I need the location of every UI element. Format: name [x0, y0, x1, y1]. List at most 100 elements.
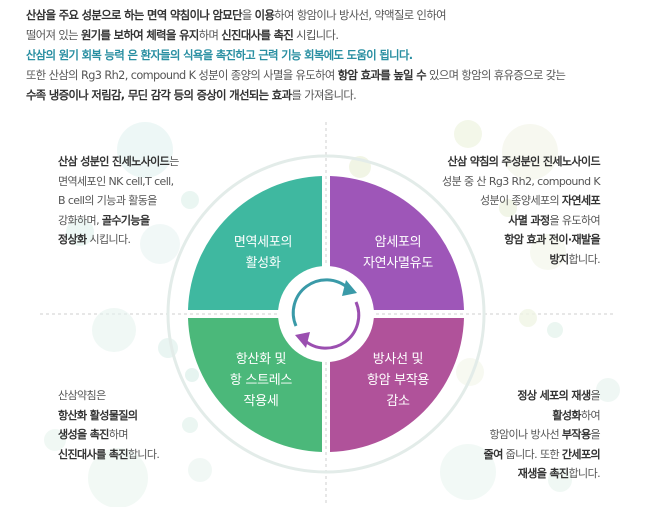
text-run: 면역세포인 NK cell,T cell, [58, 174, 174, 188]
label-line: 작용세 [243, 394, 279, 409]
description-line: 항암이나 방사선 부작용을 [484, 425, 600, 445]
text-run: 강화하며, [58, 213, 102, 227]
text-run: 정상화 [58, 233, 87, 246]
text-run: 암묘단 [212, 9, 242, 22]
label-line: 면역세포의 [233, 235, 293, 250]
text-run: 는 [169, 155, 179, 168]
description-line: 신진대사를 촉진합니다. [58, 445, 160, 465]
text-run: 을 [241, 9, 255, 22]
text-run: 수족 냉증이나 저림감, 무딘 감각 등의 증상이 개선되는 효과 [26, 89, 292, 102]
text-run: 산삼을 주요 성분으로 하는 면역 약침이나 [26, 9, 213, 22]
quadrant-top-left [188, 176, 322, 310]
description-top-left: 산삼 성분인 진세노사이드는 면역세포인 NK cell,T cell, B c… [58, 152, 179, 250]
description-line: 항암 효과 전이·재발을 [442, 230, 600, 250]
intro-line: 떨어져 있는 원기를 보하여 체력을 유지하며 신진대사를 촉진 시킵니다. [26, 26, 626, 46]
description-line: 성분 중 산 Rg3 Rh2, compound K [442, 172, 601, 192]
description-line: 줄여 줍니다. 또한 간세포의 [483, 445, 601, 465]
label-line: 항 스트레스 [229, 373, 293, 388]
text-run: 생성을 촉진 [58, 428, 109, 441]
text-run: 를 가져옵니다. [291, 89, 357, 102]
text-run: 하며 [108, 428, 129, 441]
description-line: 강화하며, 골수기능을 [58, 211, 179, 231]
description-line: 정상 세포의 재생을 [484, 386, 600, 406]
text-run: 성분 중 산 Rg3 Rh2, compound K [442, 174, 601, 188]
description-line: 생성을 촉진하며 [58, 425, 159, 445]
text-run: 을 유도하여 [549, 213, 601, 227]
text-run: 줍니다. 또한 [502, 447, 562, 461]
label-line: 항산화 및 [235, 352, 287, 367]
quadrant-bottom-left [188, 318, 322, 452]
text-run: 신진대사를 촉진 [221, 29, 294, 42]
text-run: 산삼 약침의 주성분인 진세노사이드 [447, 155, 601, 168]
text-run: 줄여 [483, 447, 504, 461]
intro-line: 산삼의 원기 회복 능력 은 환자들의 식욕을 촉진하고 근력 기능 회복에도 … [26, 46, 626, 66]
text-run: 항암이나 방사선 [489, 428, 562, 441]
text-run: 간세포의 [561, 447, 601, 461]
description-line: 항산화 활성물질의 [58, 406, 159, 426]
description-bottom-right: 정상 세포의 재생을 활성화하여 항암이나 방사선 부작용을 줄여 줍니다. 또… [483, 386, 601, 484]
label-line: 활성화 [245, 256, 281, 271]
text-run: 자연세포 [561, 194, 601, 207]
text-run: 성분이 종양세포의 [479, 194, 562, 207]
text-run: 또한 산삼의 Rg3 Rh2, compound K 성분이 종양의 사멸을 유… [26, 69, 338, 82]
description-line: 산삼 약침의 주성분인 진세노사이드 [442, 152, 601, 172]
text-run: 원기를 보하여 체력을 유지 [80, 29, 199, 42]
description-line: B cell의 기능과 활동을 [58, 191, 179, 211]
text-run: 방지 [549, 252, 569, 266]
text-run: 산삼 성분인 진세노사이드 [58, 155, 170, 168]
text-run: 이용 [254, 9, 275, 22]
text-run: 시킵니다. [293, 29, 339, 42]
description-top-right: 산삼 약침의 주성분인 진세노사이드 성분 중 산 Rg3 Rh2, compo… [442, 152, 601, 270]
description-line: 재생을 촉진합니다. [484, 464, 601, 484]
description-line: 사멸 과정을 유도하여 [442, 211, 600, 231]
text-run: 항산화 활성물질의 [58, 408, 138, 422]
label-line: 감소 [386, 394, 410, 409]
label-line: 암세포의 [374, 235, 422, 250]
label-cancer-apoptosis: 암세포의 자연사멸유도 [343, 232, 453, 274]
quadrant-top-right [330, 176, 464, 310]
description-line: 활성화하여 [484, 406, 600, 426]
text-run: 을 [590, 428, 600, 441]
text-run: 떨어져 있는 [26, 29, 81, 42]
text-run: 항암 효과를 높일 수 [337, 69, 427, 82]
label-antioxidant: 항산화 및 항 스트레스 작용세 [206, 349, 316, 412]
label-line: 자연사멸유도 [363, 256, 433, 271]
description-line: 산삼약침은 [58, 386, 159, 406]
intro-text: 산삼을 주요 성분으로 하는 면역 약침이나 암묘단을 이용하여 항암이나 방사… [26, 6, 626, 106]
text-run: 부작용 [561, 428, 591, 441]
text-run: 정상 세포의 재생 [517, 389, 591, 402]
description-line: 방지합니다. [442, 250, 600, 270]
text-run: 을 [590, 389, 600, 402]
text-run: 합니다. [127, 447, 160, 461]
text-run: 산삼의 원기 회복 능력 은 환자들의 식욕을 촉진하고 근력 기능 회복에도 … [26, 49, 413, 62]
description-line: 정상화 시킵니다. [58, 230, 179, 250]
text-run: 있으며 항암의 휴유증으로 갖는 [426, 69, 566, 82]
text-run: B cell의 기능과 활동을 [58, 194, 157, 207]
label-line: 항암 부작용 [366, 373, 430, 388]
intro-line: 수족 냉증이나 저림감, 무딘 감각 등의 증상이 개선되는 효과를 가져옵니다… [26, 86, 626, 106]
text-run: 산삼약침은 [58, 389, 106, 402]
text-run: 하여 [580, 408, 601, 422]
description-line: 성분이 종양세포의 자연세포 [442, 191, 601, 211]
intro-line: 산삼을 주요 성분으로 하는 면역 약침이나 암묘단을 이용하여 항암이나 방사… [26, 6, 626, 26]
text-run: 합니다. [568, 467, 601, 480]
text-run: 하며 [198, 29, 222, 42]
text-run: 재생을 촉진 [517, 467, 569, 480]
label-line: 방사선 및 [372, 352, 424, 367]
circular-arrows-icon [291, 278, 361, 350]
text-run: 항암 효과 전이·재발을 [504, 233, 600, 246]
intro-line: 또한 산삼의 Rg3 Rh2, compound K 성분이 종양의 사멸을 유… [26, 66, 626, 86]
quadrant-bottom-right [330, 318, 464, 452]
text-run: 사멸 과정 [508, 213, 550, 227]
description-bottom-left: 산삼약침은 항산화 활성물질의 생성을 촉진하며 신진대사를 촉진합니다. [58, 386, 160, 465]
description-line: 면역세포인 NK cell,T cell, [58, 172, 179, 192]
background-decoration [40, 120, 620, 507]
text-run: 합니다. [568, 252, 601, 266]
label-immune-activation: 면역세포의 활성화 [208, 232, 318, 274]
text-run: 골수기능을 [101, 213, 150, 227]
text-run: 활성화 [552, 408, 581, 422]
label-side-effect-reduction: 방사선 및 항암 부작용 감소 [343, 349, 453, 412]
text-run: 시킵니다. [86, 233, 131, 246]
description-line: 산삼 성분인 진세노사이드는 [58, 152, 179, 172]
